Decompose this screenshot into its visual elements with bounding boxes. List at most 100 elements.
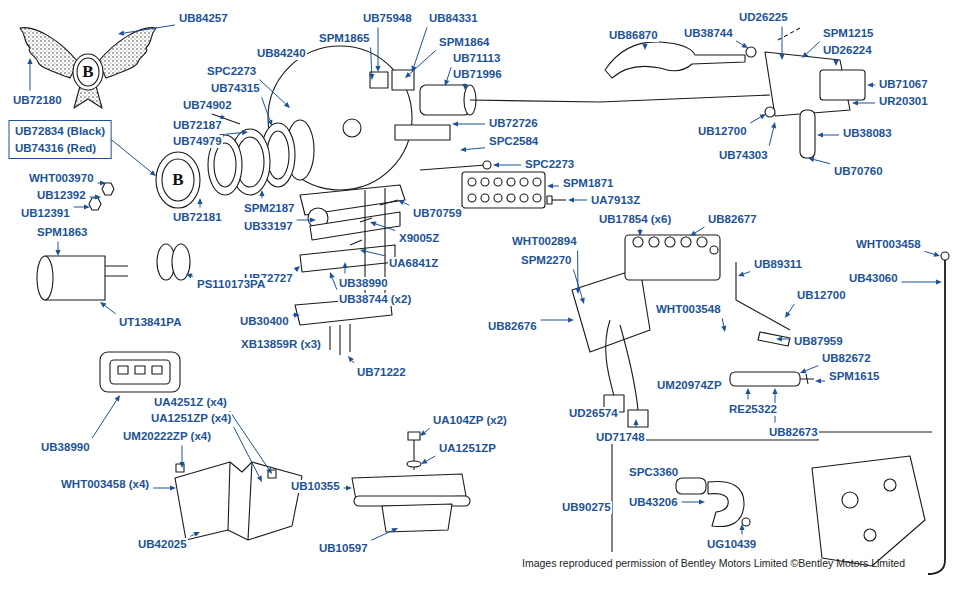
nuts [89, 183, 114, 210]
parts-illustration [20, 28, 949, 574]
part-number: WHT003970 [28, 172, 95, 185]
leader-arrowhead [268, 119, 273, 126]
cover-cap [118, 366, 128, 374]
leader-arrowhead [460, 147, 466, 152]
hinge [407, 461, 421, 467]
part-number: UB12700 [697, 125, 748, 138]
leader-line [190, 534, 194, 536]
part-number: WHT003548 [655, 303, 722, 316]
switch-block [533, 178, 541, 186]
leader-line [902, 282, 936, 283]
part-number: UG10439 [706, 538, 757, 551]
leader-arrowhead [867, 82, 873, 87]
switch-block [494, 194, 502, 202]
leader-arrowhead [444, 79, 449, 86]
part-number: UA6841Z [388, 257, 439, 270]
switch-block [507, 178, 515, 186]
switch-block [468, 178, 476, 186]
part-number: UB72834 (Black) [14, 125, 106, 138]
lock-mechanism [605, 42, 745, 78]
mounting-bracket [228, 462, 252, 540]
mounting-bracket [175, 462, 302, 540]
part-number: UB38744 (x2) [338, 293, 412, 306]
part-number: SPC2584 [488, 135, 539, 148]
latch [864, 529, 876, 541]
part-number: SPM1863 [36, 226, 89, 239]
switch-block [520, 178, 528, 186]
leader-line [821, 381, 825, 382]
leader-line [105, 306, 116, 314]
leader-line [722, 318, 724, 326]
lock-mechanism [778, 28, 800, 40]
leader-line [262, 97, 270, 120]
part-number: XB13859R (x3) [240, 338, 322, 351]
part-number: UB74303 [718, 149, 769, 162]
part-number: UB10355 [290, 480, 341, 493]
leader-arrowhead [294, 266, 300, 272]
leader-line [58, 242, 59, 251]
part-number: UB74979 [172, 135, 223, 148]
leader-arrowhead [360, 249, 366, 254]
part-number: UB10597 [318, 542, 369, 555]
leader-line [458, 124, 485, 125]
leader-line [750, 117, 761, 123]
part-number: UB38744 [683, 27, 734, 40]
part-number: UB82677 [707, 213, 758, 226]
winged-emblem [20, 28, 78, 78]
leader-arrowhead [745, 388, 750, 394]
leader-line [573, 269, 582, 298]
leader-line [259, 80, 285, 104]
leader-line [344, 488, 346, 489]
switch-block [520, 194, 528, 202]
cover-cap [110, 360, 170, 384]
part-number: UB71113 [452, 52, 501, 65]
mounting-disc [268, 46, 491, 355]
actuator [730, 372, 800, 386]
part-number: UB70760 [833, 165, 884, 178]
leader-arrowhead [802, 52, 808, 58]
part-number: UB17854 (x6) [598, 213, 672, 226]
lock-mechanism [470, 28, 865, 158]
leader-line [332, 278, 337, 290]
leader-line [376, 224, 395, 231]
leader-line [788, 304, 794, 313]
leader-line [782, 339, 790, 340]
actuator [633, 237, 643, 247]
leader-arrowhead [197, 198, 202, 204]
part-number: UA4251Z (x4) [153, 396, 228, 409]
trim-rings [156, 114, 314, 208]
leader-line [111, 140, 151, 173]
mounting-disc [330, 324, 350, 355]
actuator [628, 410, 648, 427]
part-number: UB74316 (Red) [14, 142, 97, 155]
leader-line [200, 204, 201, 208]
switch-block [481, 194, 489, 202]
leader-arrowhead [421, 459, 428, 464]
switch-block [468, 194, 476, 202]
leader-arrowhead [405, 72, 411, 78]
part-number: UB82673 [768, 426, 819, 439]
cover-cap [100, 352, 180, 392]
leader-arrowhead [772, 388, 777, 394]
leader-arrowhead [95, 194, 101, 199]
part-number: SPM1864 [438, 36, 491, 49]
winged-emblem [73, 54, 103, 90]
mounting-disc [420, 85, 470, 115]
emblem-letter: B [171, 171, 184, 189]
leader-line [345, 268, 346, 274]
leader-arrowhead [242, 130, 248, 135]
leader-line [371, 531, 392, 541]
leader-arrowhead [936, 279, 942, 284]
leader-line [682, 502, 699, 503]
part-number: SPC3360 [628, 466, 679, 479]
switch-block [481, 178, 489, 186]
cover-cap [135, 366, 145, 374]
leader-line [74, 207, 84, 208]
leader-arrowhead [642, 44, 647, 50]
switch-block [462, 172, 545, 208]
leader-line [466, 148, 485, 150]
actuator [649, 237, 659, 247]
leader-line [553, 186, 559, 187]
switch-block [494, 178, 502, 186]
switch-block [462, 172, 566, 208]
